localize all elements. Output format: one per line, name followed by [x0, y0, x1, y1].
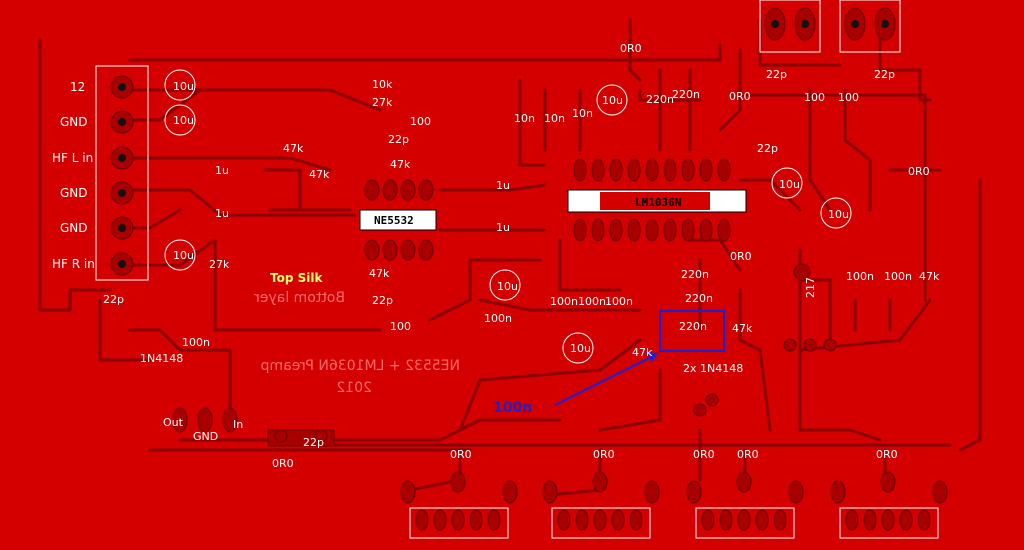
- part-label: 100: [804, 91, 825, 104]
- part-label: 10u: [828, 208, 849, 221]
- part-label: 0R0: [693, 448, 715, 461]
- ic-lm1036n: LM1036N: [567, 158, 747, 242]
- part-label: 0R0: [450, 448, 472, 461]
- annotation-arrow: [554, 354, 656, 406]
- part-label: 22p: [303, 436, 324, 449]
- part-label: 0R0: [876, 448, 898, 461]
- annotation-label: 100n: [493, 400, 532, 416]
- part-label: 100n: [884, 270, 912, 283]
- annotation-box: [659, 310, 725, 352]
- part-label: 100n: [846, 270, 874, 283]
- bottom-connectors: [400, 471, 948, 539]
- ic-ne5532: NE5532: [359, 179, 437, 261]
- part-label: 47k: [309, 168, 330, 181]
- part-label: 10u: [779, 178, 800, 191]
- part-label: 10u: [602, 94, 623, 107]
- part-label: 1u: [496, 221, 510, 234]
- part-label: 220n: [679, 320, 707, 333]
- terminal-label-gnd-3: GND: [60, 221, 88, 235]
- part-label: 0R0: [737, 448, 759, 461]
- part-label: 47k: [390, 158, 411, 171]
- terminal-label-hf-r-in: HF R in: [52, 257, 95, 271]
- terminal-label-gnd-1: GND: [60, 115, 88, 129]
- part-label: 10n: [572, 107, 593, 120]
- part-label: 2x 1N4148: [683, 362, 743, 375]
- part-label: 217: [804, 277, 817, 298]
- part-label: 100n: [578, 295, 606, 308]
- part-label: 27k: [209, 258, 230, 271]
- part-label: 47k: [919, 270, 940, 283]
- part-label: 100: [390, 320, 411, 333]
- bottom-layer-label: Bottom layer: [254, 290, 345, 306]
- terminal-label-12: 12: [70, 80, 85, 94]
- part-label: 22p: [874, 68, 895, 81]
- part-label: 0R0: [620, 42, 642, 55]
- part-label: 22p: [766, 68, 787, 81]
- terminal-label-hf-l-in: HF L in: [52, 151, 93, 165]
- traces: [38, 18, 982, 497]
- part-label: 10u: [173, 114, 194, 127]
- label-gnd: GND: [193, 430, 218, 443]
- terminal-pads: [110, 75, 134, 276]
- top-silk-label: Top Silk: [270, 271, 323, 285]
- part-label: 220n: [681, 268, 709, 281]
- label-out: Out: [163, 416, 184, 429]
- ic-ne5532-label: NE5532: [374, 214, 414, 227]
- part-label: 10n: [544, 112, 565, 125]
- left-terminal-block: 12 GND HF L in GND GND HF R in: [52, 65, 149, 281]
- terminal-label-gnd-2: GND: [60, 186, 88, 200]
- part-label: 47k: [283, 142, 304, 155]
- part-label: 220n: [685, 292, 713, 305]
- label-in: In: [233, 418, 243, 431]
- part-label: 0R0: [730, 250, 752, 263]
- board-year: 2012: [336, 380, 372, 396]
- part-label: 10n: [514, 112, 535, 125]
- part-label: 100: [838, 91, 859, 104]
- electrolytic-capacitors: [164, 69, 852, 364]
- part-label: 0R0: [729, 90, 751, 103]
- part-label: 1u: [215, 164, 229, 177]
- part-label: 100: [410, 115, 431, 128]
- part-label: 0R0: [908, 165, 930, 178]
- part-label: 47k: [369, 267, 390, 280]
- misc-pads: [172, 263, 837, 447]
- part-label: 220n: [672, 88, 700, 101]
- component-labels: 10k 27k 47k 47k 100 22p 47k 1u 1u 1u 1u …: [103, 42, 940, 470]
- part-label: 0R0: [593, 448, 615, 461]
- part-label: 100n: [605, 295, 633, 308]
- part-label: 1N4148: [140, 352, 183, 365]
- top-right-headers: [759, 0, 901, 53]
- part-label: 100n: [182, 336, 210, 349]
- part-label: 100n: [484, 312, 512, 325]
- board-title: NE5532 + LM1036N Preamp: [261, 358, 460, 374]
- part-label: 10u: [497, 280, 518, 293]
- part-label: 1u: [496, 179, 510, 192]
- part-label: 10u: [173, 80, 194, 93]
- annotation: 100n: [493, 310, 725, 416]
- ic-lm1036n-label: LM1036N: [635, 196, 681, 209]
- part-label: 10u: [570, 342, 591, 355]
- part-label: 0R0: [272, 457, 294, 470]
- part-label: 22p: [388, 133, 409, 146]
- part-label: 10k: [372, 78, 393, 91]
- part-label: 47k: [732, 322, 753, 335]
- part-label: 100n: [550, 295, 578, 308]
- part-label: 1u: [215, 207, 229, 220]
- part-label: 22p: [757, 142, 778, 155]
- part-label: 22p: [103, 293, 124, 306]
- part-label: 27k: [372, 96, 393, 109]
- part-label: 22p: [372, 294, 393, 307]
- part-label: 220n: [646, 93, 674, 106]
- part-label: 47k: [632, 346, 653, 359]
- part-label: 10u: [173, 249, 194, 262]
